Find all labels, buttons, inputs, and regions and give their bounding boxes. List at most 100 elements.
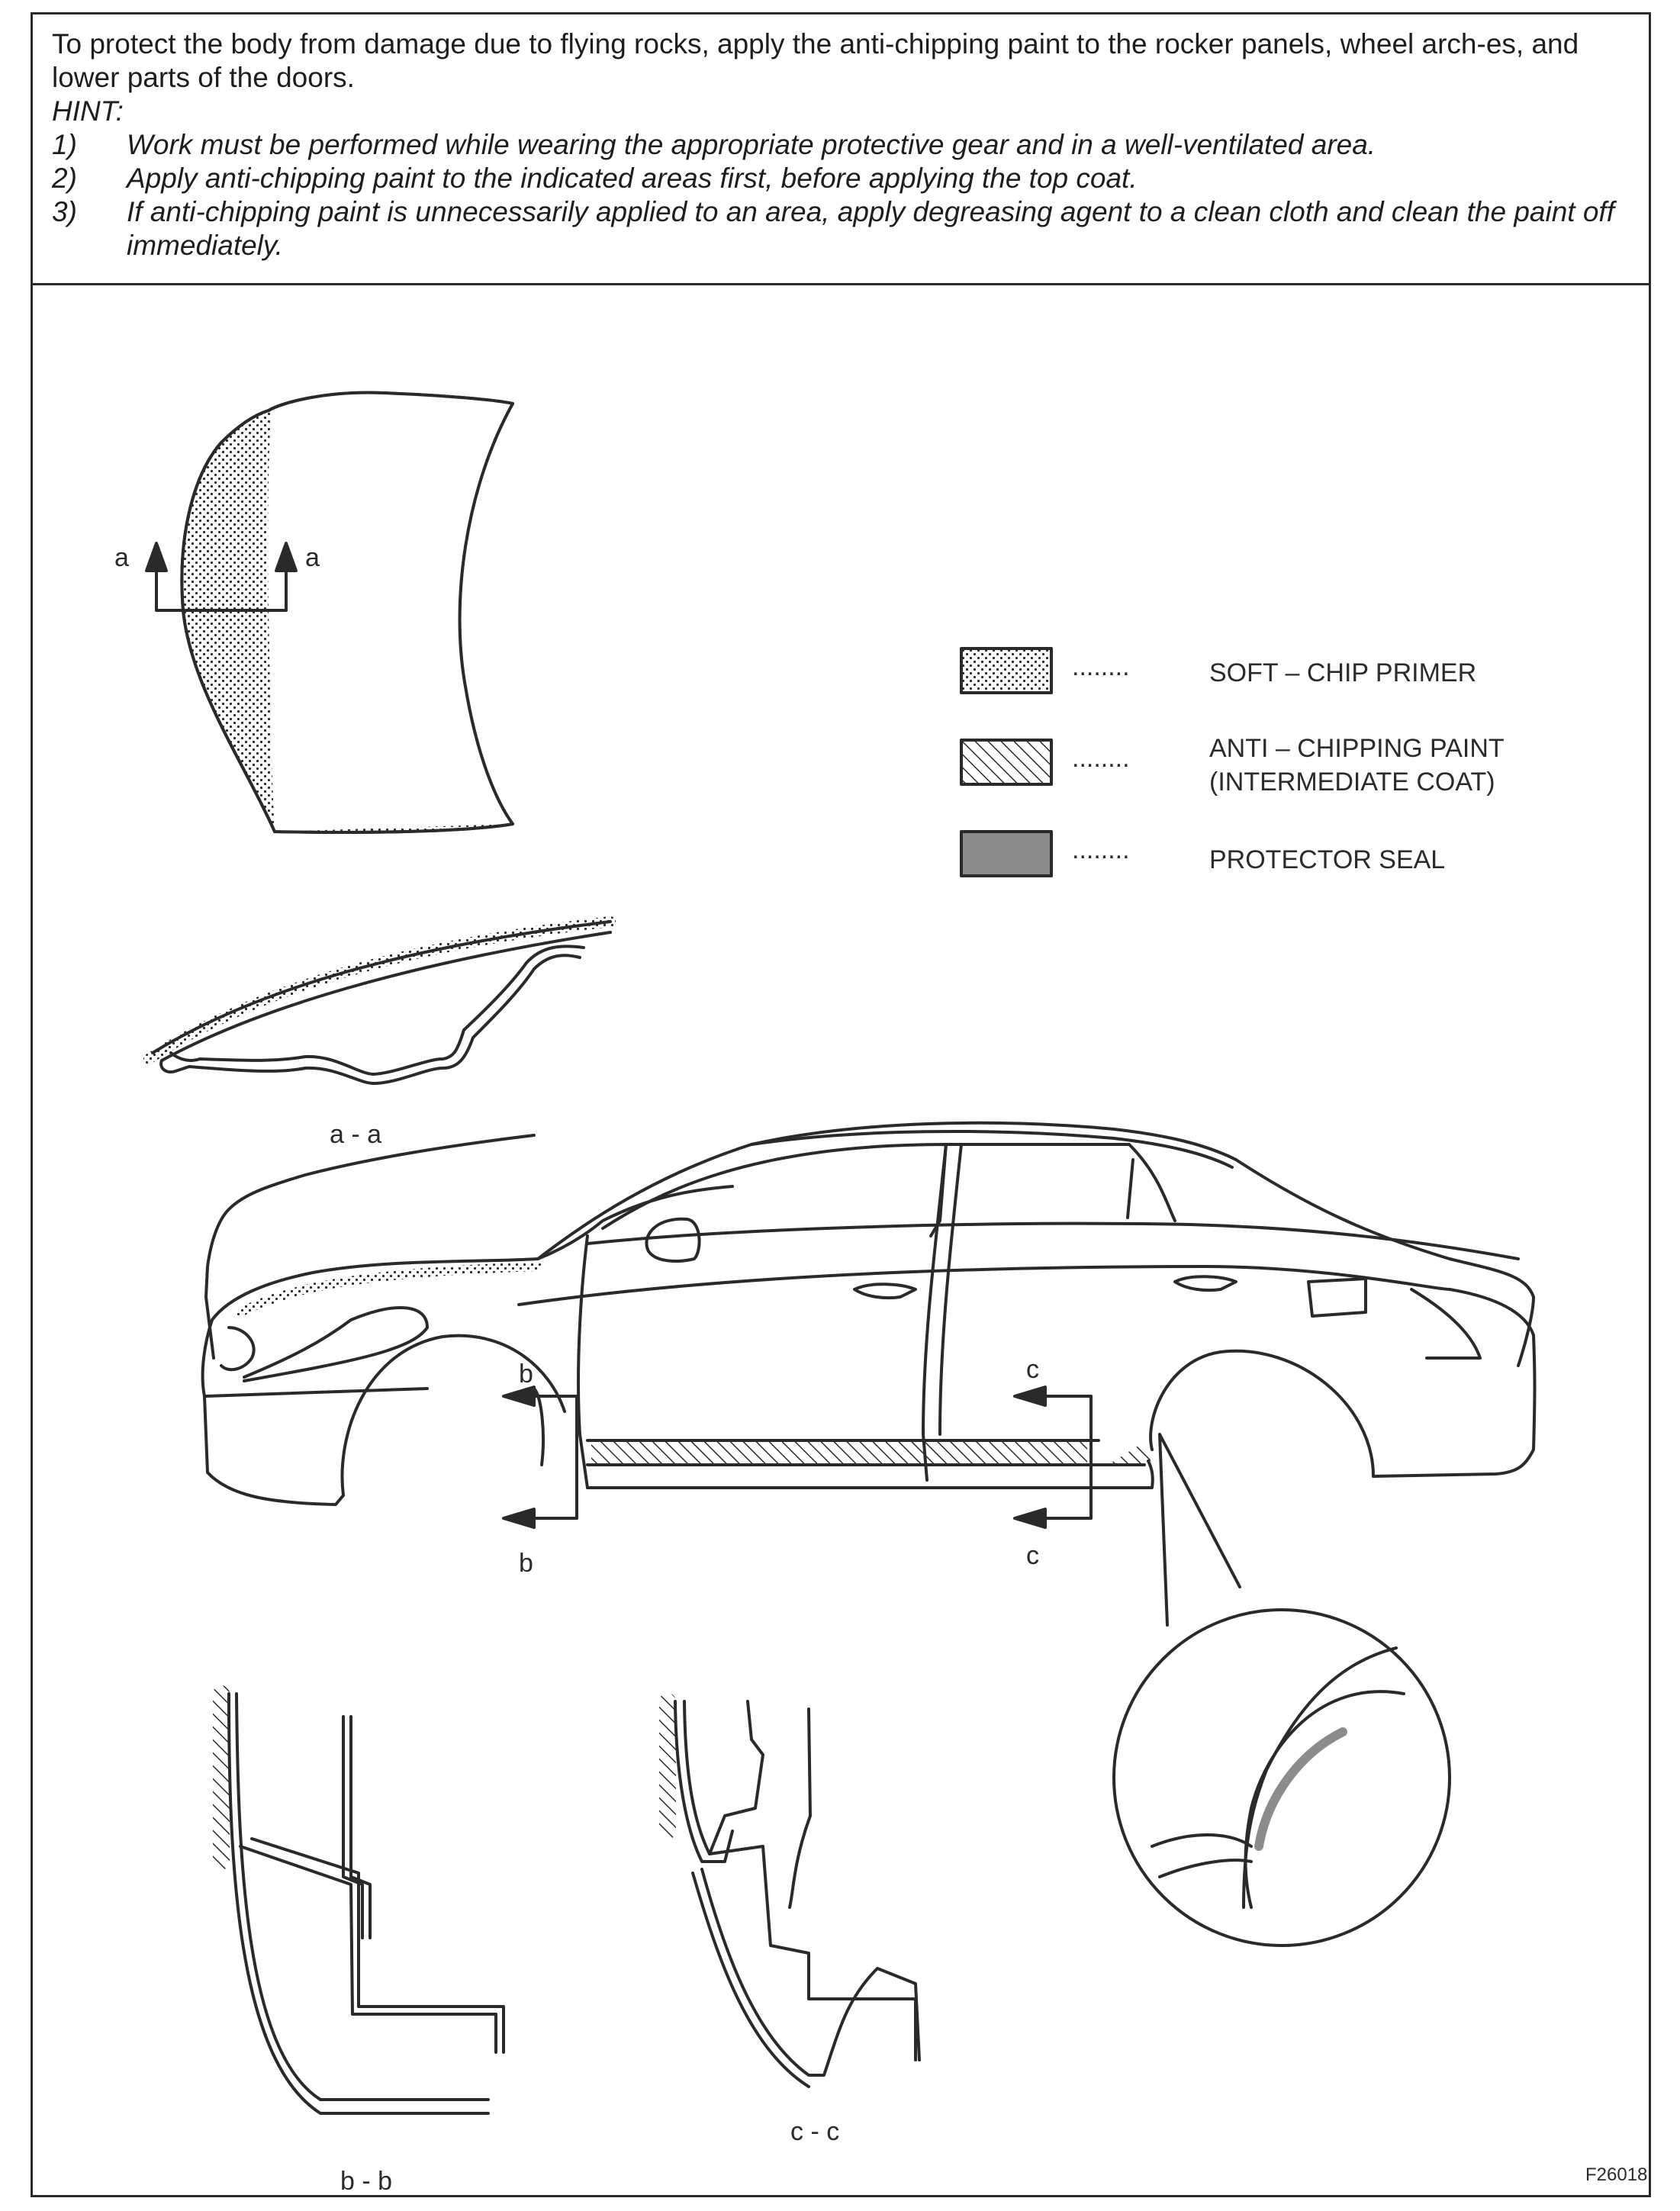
car-rear-door-handle [1173,1275,1237,1292]
hint-text: Apply anti-chipping paint to the indicat… [127,163,1138,194]
car-rear-window-frame [945,1143,1176,1222]
car-guide-16 [534,1087,748,1152]
car-shoulder-line [517,1265,1451,1306]
car-roof-line-inner [750,1129,1234,1169]
section-label-a-right: a [305,543,320,572]
section-aa-primer [143,916,616,1064]
legend-label-protector: PROTECTOR SEAL [1209,845,1445,874]
hint-text: Work must be performed while wearing the… [127,129,1376,160]
section-label-c-bottom: c [1026,1541,1039,1570]
callout-seal-strip [1254,1727,1347,1851]
car-front-window [601,1143,948,1237]
section-bb-outer-2 [235,1692,490,2101]
section-aa-drawing [143,916,616,1085]
protector-seal-callout [1112,1433,1451,1947]
car-rear-wheel-arch [1149,1349,1375,1478]
hint-list: 1) Work must be performed while wearing t… [52,128,1625,262]
section-label-c-top: c [1026,1355,1039,1384]
section-bb-inner [239,1837,505,2054]
car-guide-18 [534,1099,755,1158]
car-guide-7 [538,1122,763,1145]
car-guide-14 [534,1121,763,1154]
hood-outline-front [180,391,514,834]
section-aa-inner-2 [169,945,585,1076]
car-guide-2 [534,1093,748,1160]
hood-illustration [145,391,514,834]
instruction-box: To protect the body from damage due to f… [31,12,1651,285]
legend-swatch-gray [960,830,1053,877]
car-rear-window [1234,1158,1535,1367]
section-arrows-c [1013,1385,1047,1529]
car-front-bumper [201,1318,345,1506]
callout-pointer [1158,1433,1241,1627]
hint-number: 2) [52,163,77,194]
car-tail-lamp [1410,1288,1482,1360]
legend-dots-1: ........ [1072,652,1130,681]
car-front [204,1134,536,1360]
section-bb-drawing [213,1685,505,2115]
section-label-b-top: b [519,1360,533,1389]
car-beltline-front [536,1185,734,1260]
section-cc-outer [674,1700,734,1863]
hint-text: If anti-chipping paint is unnecessarily … [127,196,1614,261]
car-hood-line [211,1257,539,1321]
hint-item-2: 2) Apply anti-chipping paint to the indic… [52,162,1625,195]
car-front-door-handle [853,1283,917,1300]
car-rocker-lines [586,1439,1146,1466]
section-aa-inner [159,954,581,1085]
section-bb-outer [227,1692,490,2115]
car-beltline [586,1221,1520,1260]
figure-code: F26018 [1585,2164,1647,2185]
car-rear-arch-paint [1110,1442,1152,1465]
legend-swatches [960,647,1053,877]
car-guide-3 [534,1121,751,1147]
car-front-door-edge [577,1234,589,1489]
section-caption-bb: b - b [340,2167,392,2196]
car-fuel-door [1307,1277,1367,1318]
car-roof-line [536,1121,1237,1260]
section-cc-lower [691,1868,921,2088]
section-line-b-arc [533,1387,545,1466]
car-guide-10 [539,1122,771,1151]
legend-dots-2: ........ [1072,744,1130,773]
page-frame [31,12,1651,2197]
car-fog-lamp [220,1326,256,1372]
car-guide-17 [534,1111,763,1146]
car-rocker-paint [591,1442,1087,1463]
callout-circle [1112,1608,1451,1947]
section-label-b-bottom: b [519,1549,533,1578]
hint-item-3: 3) If anti-chipping paint is unnecessaril… [52,195,1625,262]
hint-label: HINT: [52,95,124,127]
legend-swatch-dotted [960,647,1053,694]
section-bb-pillar [342,1715,372,1939]
car-guide-19 [542,1166,755,1228]
section-caption-cc: c - c [790,2117,839,2146]
legend-dots-3: ........ [1072,835,1130,864]
legend-label-anti-chipping: ANTI – CHIPPING PAINT [1209,734,1505,763]
hint-number: 3) [52,196,77,227]
legend-label-soft-chip: SOFT – CHIP PRIMER [1209,658,1476,687]
section-line-a [155,569,288,612]
car-guide-11 [534,1137,771,1158]
car-guide-9 [539,1134,641,1221]
hint-number: 1) [52,129,77,160]
car-front-wheel-arch [340,1334,566,1497]
car-guide-6 [538,1137,755,1150]
car-hood-primer [236,1262,542,1317]
car-guide-15 [534,1116,763,1145]
car-c-pillar [1126,1158,1134,1219]
hood-mask [268,392,513,832]
car-illustration [201,1087,1537,1529]
section-aa-skin [151,920,612,1062]
callout-rocker-line [1151,1833,1253,1878]
hint-item-1: 1) Work must be performed while wearing t… [52,128,1625,162]
section-line-b [517,1395,578,1520]
section-label-a-left: a [114,543,129,572]
car-guide-22 [534,1144,751,1251]
car-guide-5 [538,1137,755,1150]
section-arrows-a [145,542,298,572]
section-cc-drawing [659,1693,921,2088]
car-guide-4 [534,1119,763,1148]
car-b-pillar-2 [938,1143,963,1436]
